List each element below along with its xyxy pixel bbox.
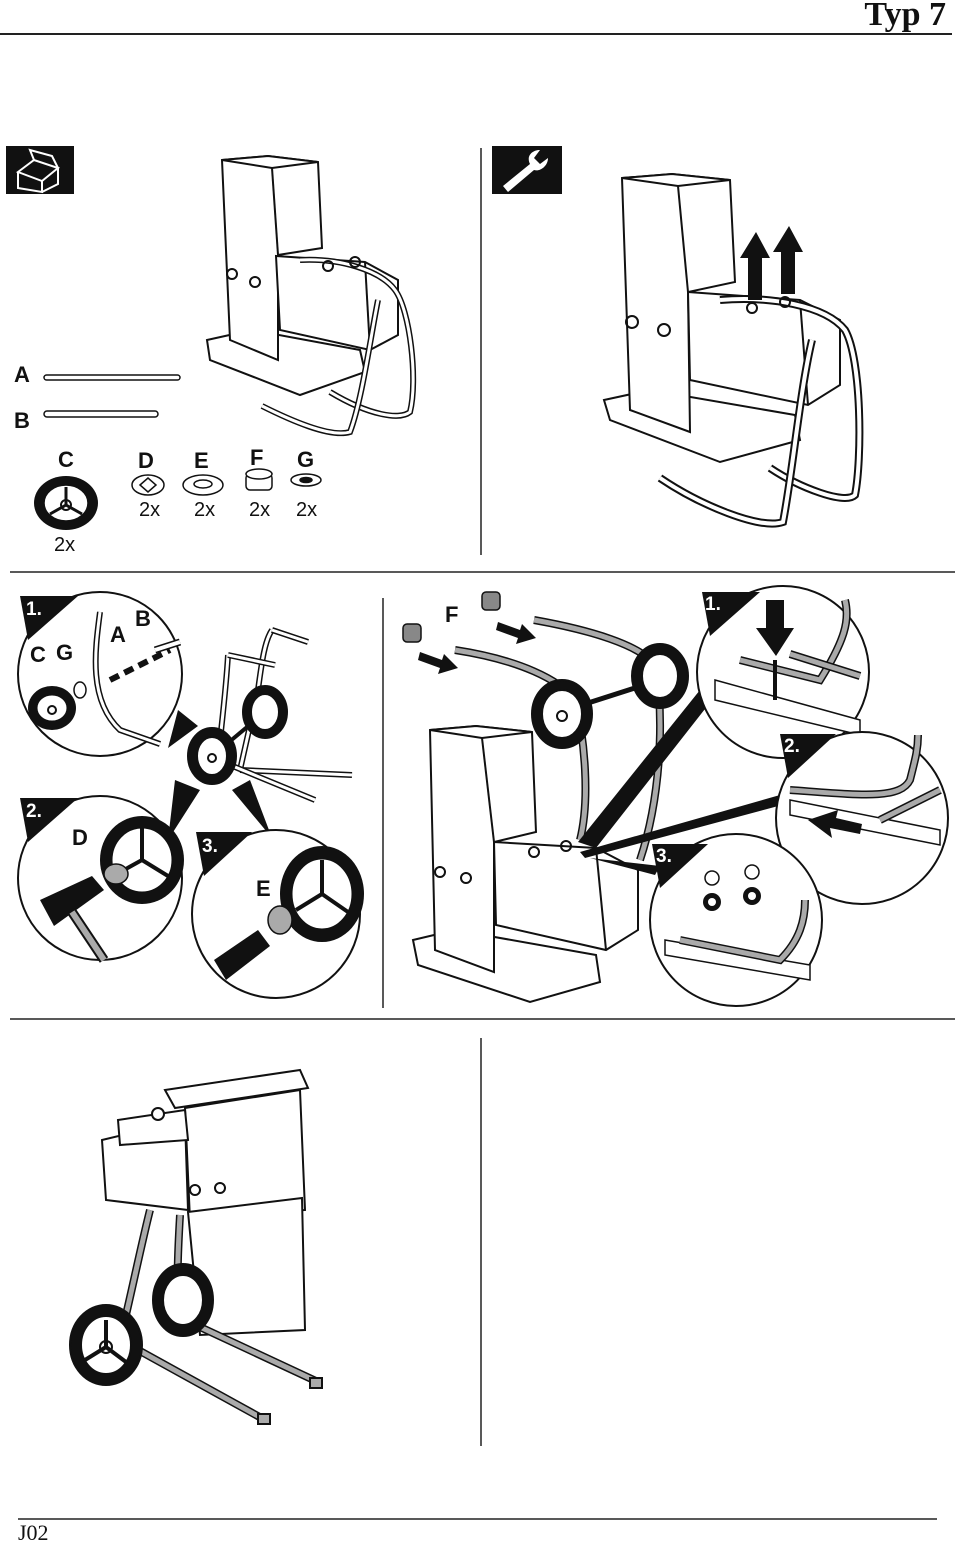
- mount-step2-detail: [775, 731, 949, 905]
- qty-g: 2x: [296, 499, 317, 521]
- label-g: G: [56, 640, 73, 665]
- mount-step2-badge: 2.: [784, 736, 800, 757]
- page-title: Typ 7: [864, 0, 946, 33]
- label-d: D: [138, 448, 154, 473]
- label-e: E: [256, 876, 271, 901]
- mount-step3-badge: 3.: [656, 846, 672, 867]
- qty-d: 2x: [139, 499, 160, 521]
- label-d: D: [72, 825, 88, 850]
- callout-wedge: [168, 710, 272, 840]
- label-f: F: [445, 602, 458, 627]
- label-f: F: [250, 445, 263, 470]
- arrow-right-icon: [418, 622, 536, 674]
- label-g: G: [297, 447, 314, 472]
- arrow-up-icon: [740, 226, 803, 300]
- label-a: A: [14, 362, 30, 387]
- wheel-step1-detail: [17, 591, 183, 757]
- part-f-bushing: [402, 591, 501, 643]
- document-code: J02: [18, 1520, 49, 1545]
- frame-mount-view: [411, 616, 689, 1004]
- label-a: A: [110, 622, 126, 647]
- label-e: E: [194, 448, 209, 473]
- label-b: B: [135, 606, 151, 631]
- qty-c: 2x: [54, 534, 75, 556]
- machine-shipping-view: [205, 154, 417, 437]
- step-badge: [702, 592, 760, 636]
- part-b-rod: [43, 410, 159, 418]
- box-icon: [6, 146, 74, 194]
- mount-step3-detail: [649, 833, 823, 1007]
- part-c-wheel: [34, 476, 98, 530]
- assembled-machine-view: [69, 1068, 323, 1425]
- step-badge: [780, 734, 836, 778]
- step-badge: [652, 844, 708, 888]
- part-g-washer: [290, 473, 322, 487]
- part-a-rod: [43, 374, 181, 381]
- qty-f: 2x: [249, 499, 270, 521]
- step-badge: [196, 832, 252, 876]
- mount-step1-badge: 1.: [705, 594, 721, 615]
- axle-frame-view: [187, 627, 353, 803]
- wheel-step2-detail: [17, 795, 184, 963]
- callout-wedge: [578, 690, 782, 875]
- mount-step1-detail: [696, 585, 870, 759]
- part-f-bushing: [245, 468, 273, 491]
- wrench-icon: [492, 146, 562, 194]
- wheel-step3-badge: 3.: [202, 836, 218, 857]
- label-c: C: [30, 642, 46, 667]
- part-d-cap: [131, 474, 165, 496]
- wheel-step3-detail: [191, 829, 364, 999]
- header-rule: [0, 33, 952, 35]
- wheel-step1-badge: 1.: [26, 599, 42, 620]
- qty-e: 2x: [194, 499, 215, 521]
- part-e-clip: [182, 474, 224, 496]
- machine-remove-nuts-view: [602, 172, 864, 528]
- step-badge: [20, 798, 78, 842]
- label-c: C: [58, 447, 74, 472]
- step-badge: [20, 596, 78, 640]
- wheel-step2-badge: 2.: [26, 801, 42, 822]
- label-b: B: [14, 408, 30, 433]
